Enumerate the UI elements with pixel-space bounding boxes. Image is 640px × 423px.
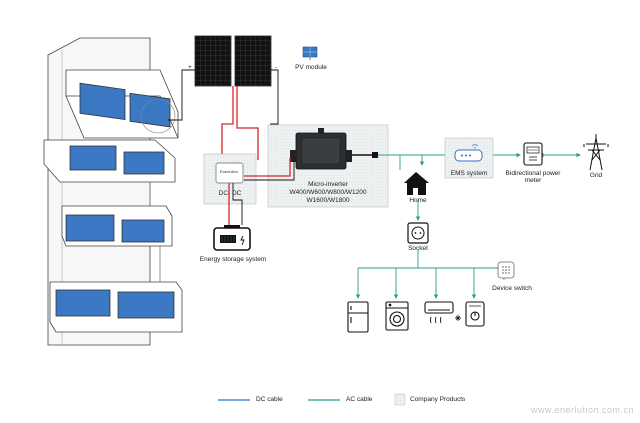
device-switch-icon [497,261,515,279]
legend-company-label: Company Products [410,396,466,403]
pv-panel-right [234,35,272,87]
home-label: Home [409,197,427,204]
air-conditioner-icon [424,301,461,324]
dcdc-to-battery-black [232,183,243,225]
legend-dc-label: DC cable [256,396,283,403]
micro-inverter-label-line1: Micro-inverter [308,181,348,188]
dcdc-brand-label: Enerlution [220,169,239,174]
pv-wire-black-right [270,69,279,125]
power-tower-icon [583,134,609,171]
pv-panel-left [194,35,232,87]
pv-module-label: PV module [295,64,327,71]
highlight-circle [140,98,176,134]
minus-sign: - [275,64,278,71]
grid-label: Grid [589,172,603,179]
energy-storage-label: Energy storage system [199,256,267,263]
meter-label-line2: meter [524,177,542,185]
socket-icon [407,222,429,244]
legend-company-swatch [394,393,406,406]
meter-label-line1: Bidirectional power [505,170,561,177]
micro-inverter-label-line2: W400/W600/W800/W1200 [289,189,367,197]
house-icon [404,172,429,195]
meter-icon [523,142,543,166]
socket-label: Socket [408,245,428,252]
pv-wire-black-left [168,69,195,121]
dcdc-product-box [203,153,257,205]
ems-label: EMS system [450,170,488,177]
pv-module-icon [302,46,318,60]
device-switch-label: Device switch [492,285,532,292]
plus-sign: + [188,64,192,71]
pv-wire-red-2 [236,86,259,160]
pv-wire-red-1 [221,86,234,160]
apartment-building [43,37,183,346]
watermark: www.enerlution.com.cn [530,405,634,415]
legend-ac-label: AC cable [346,396,373,403]
micro-inverter-device [290,128,352,170]
refrigerator-icon [347,301,369,333]
dcdc-to-inverter-black [244,160,295,181]
legend [218,393,406,406]
dcdc-label: DC- DC [218,190,242,197]
ac-connector [372,152,378,158]
battery-icon [213,225,251,251]
dcdc-to-inverter-red [244,158,291,177]
meter-label: Bidirectional power meter [506,170,561,185]
ems-router-icon [454,144,483,162]
water-heater-icon [465,301,485,327]
washing-machine-icon [385,301,409,331]
micro-inverter-label-line3: W1600/W1800 [306,197,350,205]
pv-panels [194,35,272,87]
micro-inverter-label: Micro-inverter W400/W600/W800/W1200 W160… [278,181,378,205]
